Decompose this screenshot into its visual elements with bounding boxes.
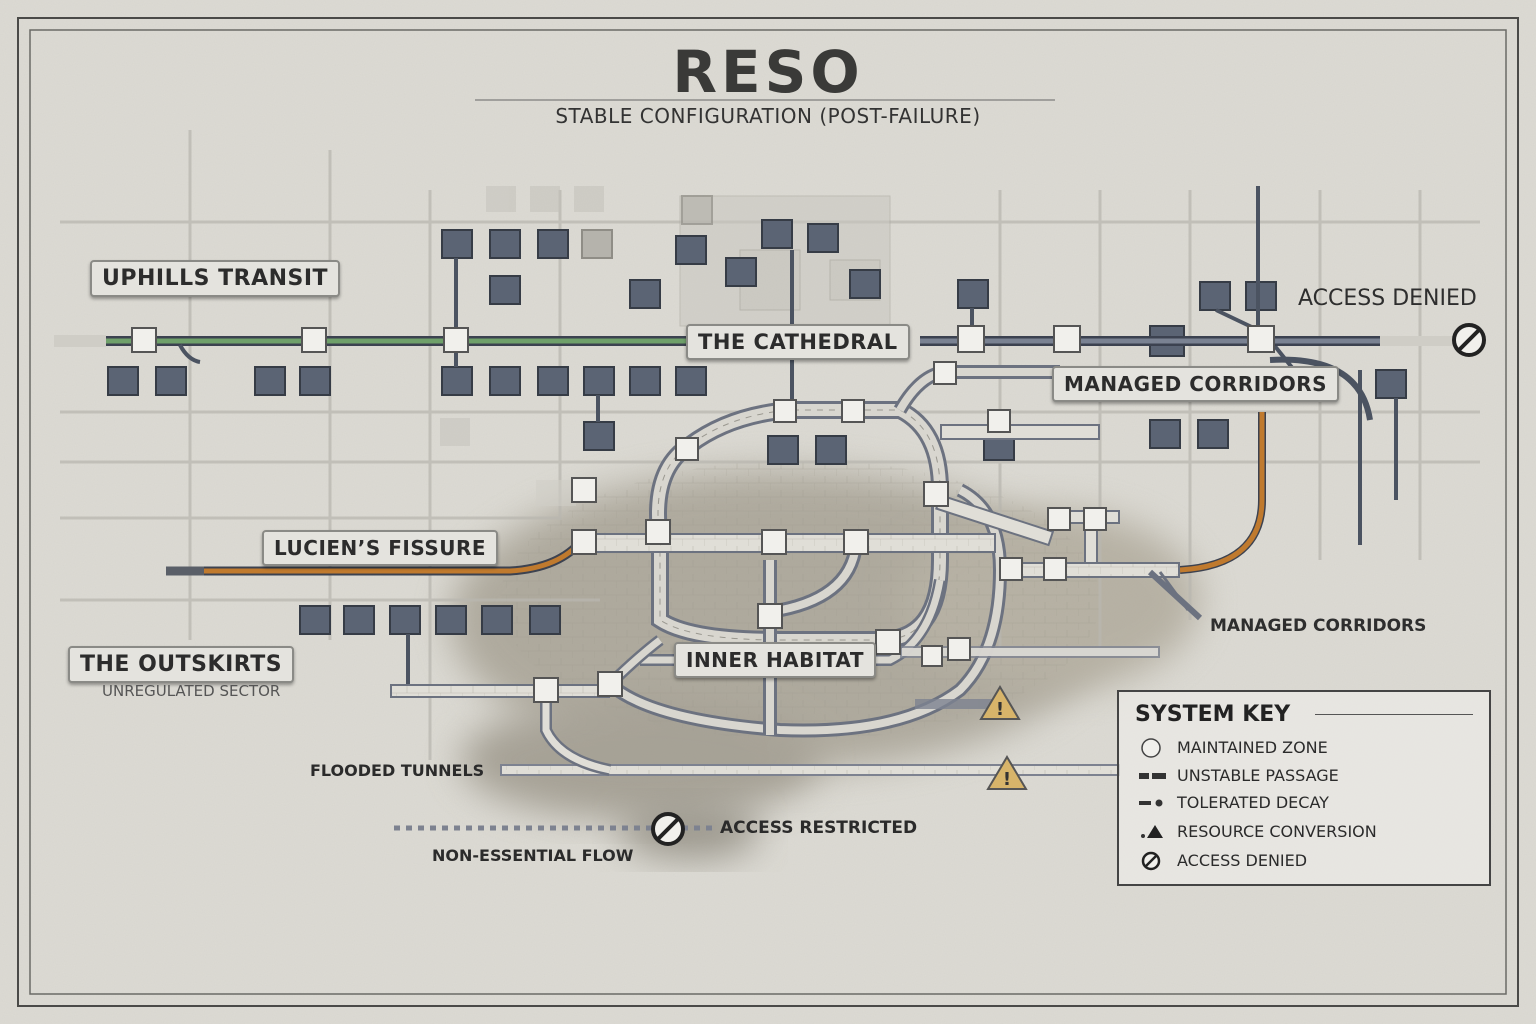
- legend-item-label: RESOURCE CONVERSION: [1177, 822, 1377, 841]
- district-label-managed-corridors: MANAGED CORRIDORS: [1052, 366, 1340, 402]
- broken-line-icon: [1139, 773, 1166, 779]
- map-subtitle: STABLE CONFIGURATION (POST-FAILURE): [555, 104, 981, 128]
- prohibited-icon: [651, 812, 685, 846]
- district-label-luciens-fissure: LUCIEN’S FISSURE: [262, 530, 499, 566]
- main-transit-line: [54, 335, 1456, 421]
- legend-title: SYSTEM KEY: [1135, 702, 1291, 727]
- managed-corridors-lower-label: MANAGED CORRIDORS: [1210, 616, 1427, 636]
- district-label-inner-habitat: INNER HABITAT: [674, 642, 877, 678]
- svg-text:!: !: [996, 699, 1004, 720]
- map-title: RESO: [672, 38, 864, 106]
- district-label-uphills-transit: UPHILLS TRANSIT: [90, 260, 341, 297]
- outskirts-subtitle: UNREGULATED SECTOR: [102, 682, 281, 700]
- non-essential-flow-label: NON-ESSENTIAL FLOW: [432, 846, 634, 865]
- legend-item: UNSTABLE PASSAGE: [1133, 764, 1483, 788]
- legend-item-label: MAINTAINED ZONE: [1177, 738, 1328, 757]
- decay-icon: [1139, 799, 1163, 807]
- legend-item: RESOURCE CONVERSION: [1133, 820, 1483, 844]
- circle-icon: [1141, 738, 1161, 758]
- legend-item: TOLERATED DECAY: [1133, 791, 1483, 815]
- building-blocks: [107, 219, 1407, 635]
- station-nodes: [131, 325, 1275, 703]
- flooded-tunnels-label: FLOODED TUNNELS: [310, 761, 485, 780]
- access-denied-label: ACCESS DENIED: [1298, 286, 1477, 311]
- warning-icon: !: [979, 685, 1021, 720]
- legend-item-label: UNSTABLE PASSAGE: [1177, 766, 1339, 785]
- legend-rule: [1315, 714, 1473, 715]
- district-label-cathedral: THE CATHEDRAL: [686, 324, 910, 360]
- legend-item: ACCESS DENIED: [1133, 849, 1483, 873]
- inner-frame: [29, 29, 1507, 995]
- svg-text:!: !: [1003, 769, 1011, 790]
- outer-frame: [17, 17, 1519, 1007]
- triangle-icon: [1141, 825, 1163, 838]
- district-label-outskirts: THE OUTSKIRTS: [68, 646, 295, 683]
- legend-item-label: TOLERATED DECAY: [1177, 793, 1329, 812]
- legend-item-label: ACCESS DENIED: [1177, 851, 1308, 870]
- prohibited-icon: [1452, 323, 1486, 357]
- warning-icon: !: [986, 755, 1028, 790]
- prohibited-icon: [1141, 851, 1161, 871]
- system-key-legend: SYSTEM KEY MAINTAINED ZONE UNSTABLE PASS…: [1117, 690, 1491, 886]
- legend-item: MAINTAINED ZONE: [1133, 736, 1483, 760]
- access-restricted-label: ACCESS RESTRICTED: [720, 818, 918, 838]
